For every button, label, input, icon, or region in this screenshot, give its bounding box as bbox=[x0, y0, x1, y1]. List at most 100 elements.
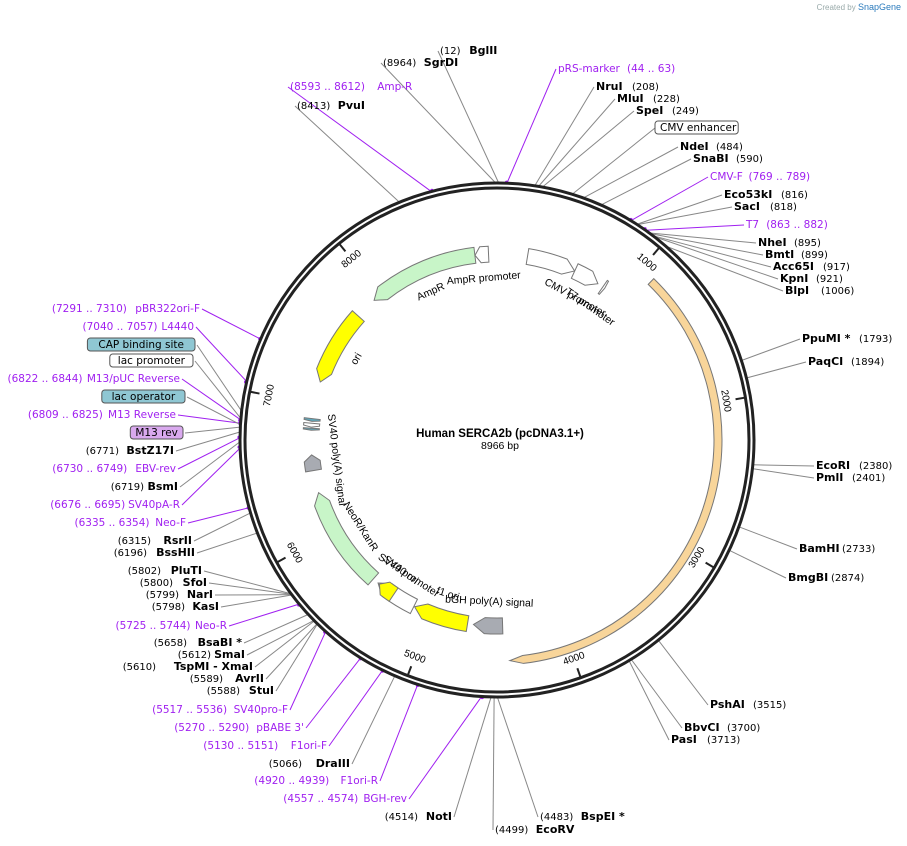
label-bstz17i[interactable]: BstZ17I(6771) bbox=[86, 444, 174, 457]
credit-text: Created by bbox=[816, 3, 856, 12]
leader-line bbox=[751, 468, 815, 479]
label-bspei[interactable]: (4483)BspEI * bbox=[540, 810, 625, 823]
label-ndei[interactable]: NdeI(484) bbox=[680, 140, 743, 153]
label-bsshii[interactable]: BssHII(6196) bbox=[114, 546, 195, 559]
label-bmti[interactable]: BmtI(899) bbox=[765, 248, 828, 261]
label-f1ori-r[interactable]: F1ori-R(4920 .. 4939) bbox=[254, 775, 378, 787]
label-bgh-rev[interactable]: BGH-rev(4557 .. 4574) bbox=[283, 793, 407, 805]
label-f1ori-f[interactable]: F1ori-F(5130 .. 5151) bbox=[203, 740, 327, 752]
leader-line bbox=[630, 658, 683, 729]
label-paqci[interactable]: PaqCI(1894) bbox=[808, 355, 884, 368]
label-sv40pa-r[interactable]: SV40pA-R(6676 .. 6695) bbox=[50, 499, 180, 511]
label-pluti[interactable]: PluTI(5802) bbox=[128, 564, 202, 577]
label-pbabe-3[interactable]: pBABE 3'(5270 .. 5290) bbox=[174, 722, 304, 734]
leader-line bbox=[628, 659, 670, 741]
label-position: (12) bbox=[440, 46, 461, 57]
label-sv40pro-f[interactable]: SV40pro-F(5517 .. 5536) bbox=[152, 704, 288, 716]
label-nari[interactable]: NarI(5799) bbox=[146, 588, 213, 601]
bgh-poly-a-signal-label: bGH poly(A) signal bbox=[445, 593, 534, 609]
label-avrii[interactable]: AvrII(5589) bbox=[190, 672, 264, 685]
label-name: KpnI bbox=[780, 272, 808, 285]
leader-line bbox=[737, 525, 798, 550]
label-cmv-f[interactable]: CMV-F(769 .. 789) bbox=[710, 171, 810, 183]
label-ecori[interactable]: EcoRI(2380) bbox=[816, 459, 892, 472]
label-bamhi[interactable]: BamHI(2733) bbox=[799, 542, 875, 555]
lac-promoter-feature bbox=[303, 422, 321, 428]
label-spei[interactable]: SpeI(249) bbox=[636, 104, 699, 117]
label-m13-puc-reverse[interactable]: M13/pUC Reverse(6822 .. 6844) bbox=[8, 373, 181, 385]
ampr-feature bbox=[373, 246, 477, 301]
label-acc65i[interactable]: Acc65I(917) bbox=[773, 260, 850, 273]
label-name: BbvCI bbox=[684, 721, 720, 734]
label-sgrdi[interactable]: (8964)SgrDI bbox=[383, 56, 458, 69]
label-smai[interactable]: SmaI(5612) bbox=[178, 648, 245, 661]
label-name: BsmI bbox=[148, 480, 179, 493]
leader-line bbox=[581, 146, 679, 200]
label-ppumi[interactable]: PpuMI *(1793) bbox=[802, 332, 892, 345]
leader-line bbox=[728, 549, 787, 579]
label-pbr322ori-f[interactable]: pBR322ori-F(7291 .. 7310) bbox=[52, 303, 200, 315]
label-position: (5610) bbox=[123, 662, 156, 673]
label-name: EcoRV bbox=[536, 823, 575, 836]
leader-line bbox=[380, 62, 498, 185]
label-nrui[interactable]: NruI(208) bbox=[596, 80, 659, 93]
label-stui[interactable]: StuI(5588) bbox=[207, 684, 274, 697]
tick-mark bbox=[406, 665, 413, 676]
label-ebv-rev[interactable]: EBV-rev(6730 .. 6749) bbox=[52, 463, 176, 475]
label-ecorv[interactable]: (4499)EcoRV bbox=[495, 823, 575, 836]
label-tspmi-xmai[interactable]: TspMI - XmaI(5610) bbox=[123, 660, 253, 673]
label-draiii[interactable]: DraIII(5066) bbox=[269, 757, 350, 770]
label-position: (2401) bbox=[852, 473, 885, 484]
label-pasi[interactable]: PasI(3713) bbox=[671, 733, 740, 746]
label-name: BGH-rev bbox=[363, 793, 407, 805]
label-bsabi[interactable]: BsaBI *(5658) bbox=[154, 636, 243, 649]
label-m13-reverse[interactable]: M13 Reverse(6809 .. 6825) bbox=[28, 409, 176, 421]
leader-line bbox=[650, 235, 779, 280]
label-saci[interactable]: SacI(818) bbox=[734, 200, 797, 213]
label-bmgbi[interactable]: BmgBI(2874) bbox=[788, 571, 864, 584]
label-eco53ki[interactable]: Eco53kI(816) bbox=[724, 188, 808, 201]
label-snabi[interactable]: SnaBI(590) bbox=[693, 152, 763, 165]
label-name: F1ori-F bbox=[291, 740, 327, 752]
label-kasi[interactable]: KasI(5798) bbox=[152, 600, 219, 613]
label-bbvci[interactable]: BbvCI(3700) bbox=[684, 721, 760, 734]
label-position: (818) bbox=[770, 202, 797, 213]
map-labels: (12)BglII(8964)SgrDI (8593 .. 8612)Amp-R (… bbox=[8, 44, 893, 836]
label-rsrii[interactable]: RsrII(6315) bbox=[118, 534, 192, 547]
label-noti[interactable]: NotI(4514) bbox=[385, 810, 452, 823]
label-mlui[interactable]: MluI(228) bbox=[617, 92, 680, 105]
label-bglii[interactable]: (12)BglII bbox=[440, 44, 497, 57]
label-m13-rev[interactable]: M13 rev bbox=[129, 425, 184, 440]
leader-line bbox=[203, 570, 293, 595]
label-neo-f[interactable]: Neo-F(6335 .. 6354) bbox=[75, 517, 187, 529]
label-l4440[interactable]: L4440(7040 .. 7057) bbox=[83, 321, 195, 333]
label-position: (5066) bbox=[269, 759, 302, 770]
label-kpni[interactable]: KpnI(921) bbox=[780, 272, 843, 285]
label-name: SV40pA-R bbox=[128, 499, 180, 511]
label-prs-marker[interactable]: pRS-marker(44 .. 63) bbox=[558, 63, 675, 75]
label-position: (7291 .. 7310) bbox=[52, 303, 127, 315]
leader-line bbox=[408, 695, 483, 800]
sv40-ori-label: SV40 ori bbox=[381, 553, 421, 587]
label-nhei[interactable]: NheI(895) bbox=[758, 236, 821, 249]
label-pvui[interactable]: (8413)PvuI bbox=[297, 99, 365, 112]
leader-line bbox=[453, 695, 492, 818]
label-lac-operator[interactable]: lac operator bbox=[101, 389, 186, 404]
serca2b-orf-feature bbox=[508, 277, 723, 664]
label-pshai[interactable]: PshAI(3515) bbox=[710, 698, 786, 711]
label-name: Amp-R bbox=[377, 81, 412, 93]
label-cap-binding-site[interactable]: CAP binding site bbox=[86, 337, 196, 352]
leader-line bbox=[328, 669, 384, 747]
label-lac-promoter[interactable]: lac promoter bbox=[109, 353, 194, 368]
label-neo-r[interactable]: Neo-R(5725 .. 5744) bbox=[116, 620, 228, 632]
label-sfoi[interactable]: SfoI(5800) bbox=[140, 576, 207, 589]
label-blpi[interactable]: BlpI(1006) bbox=[785, 284, 854, 297]
label-amp-r[interactable]: (8593 .. 8612)Amp-R bbox=[290, 81, 412, 93]
label-cmv-enhancer[interactable]: CMV enhancer bbox=[654, 120, 739, 135]
label-t7[interactable]: T7(863 .. 882) bbox=[745, 219, 828, 231]
label-pmli[interactable]: PmlI(2401) bbox=[816, 471, 885, 484]
snapgene-credit: Created by SnapGene bbox=[817, 2, 901, 12]
label-name: BsaBI * bbox=[198, 636, 243, 649]
label-name: MluI bbox=[617, 92, 644, 105]
label-bsmi[interactable]: BsmI(6719) bbox=[111, 480, 178, 493]
